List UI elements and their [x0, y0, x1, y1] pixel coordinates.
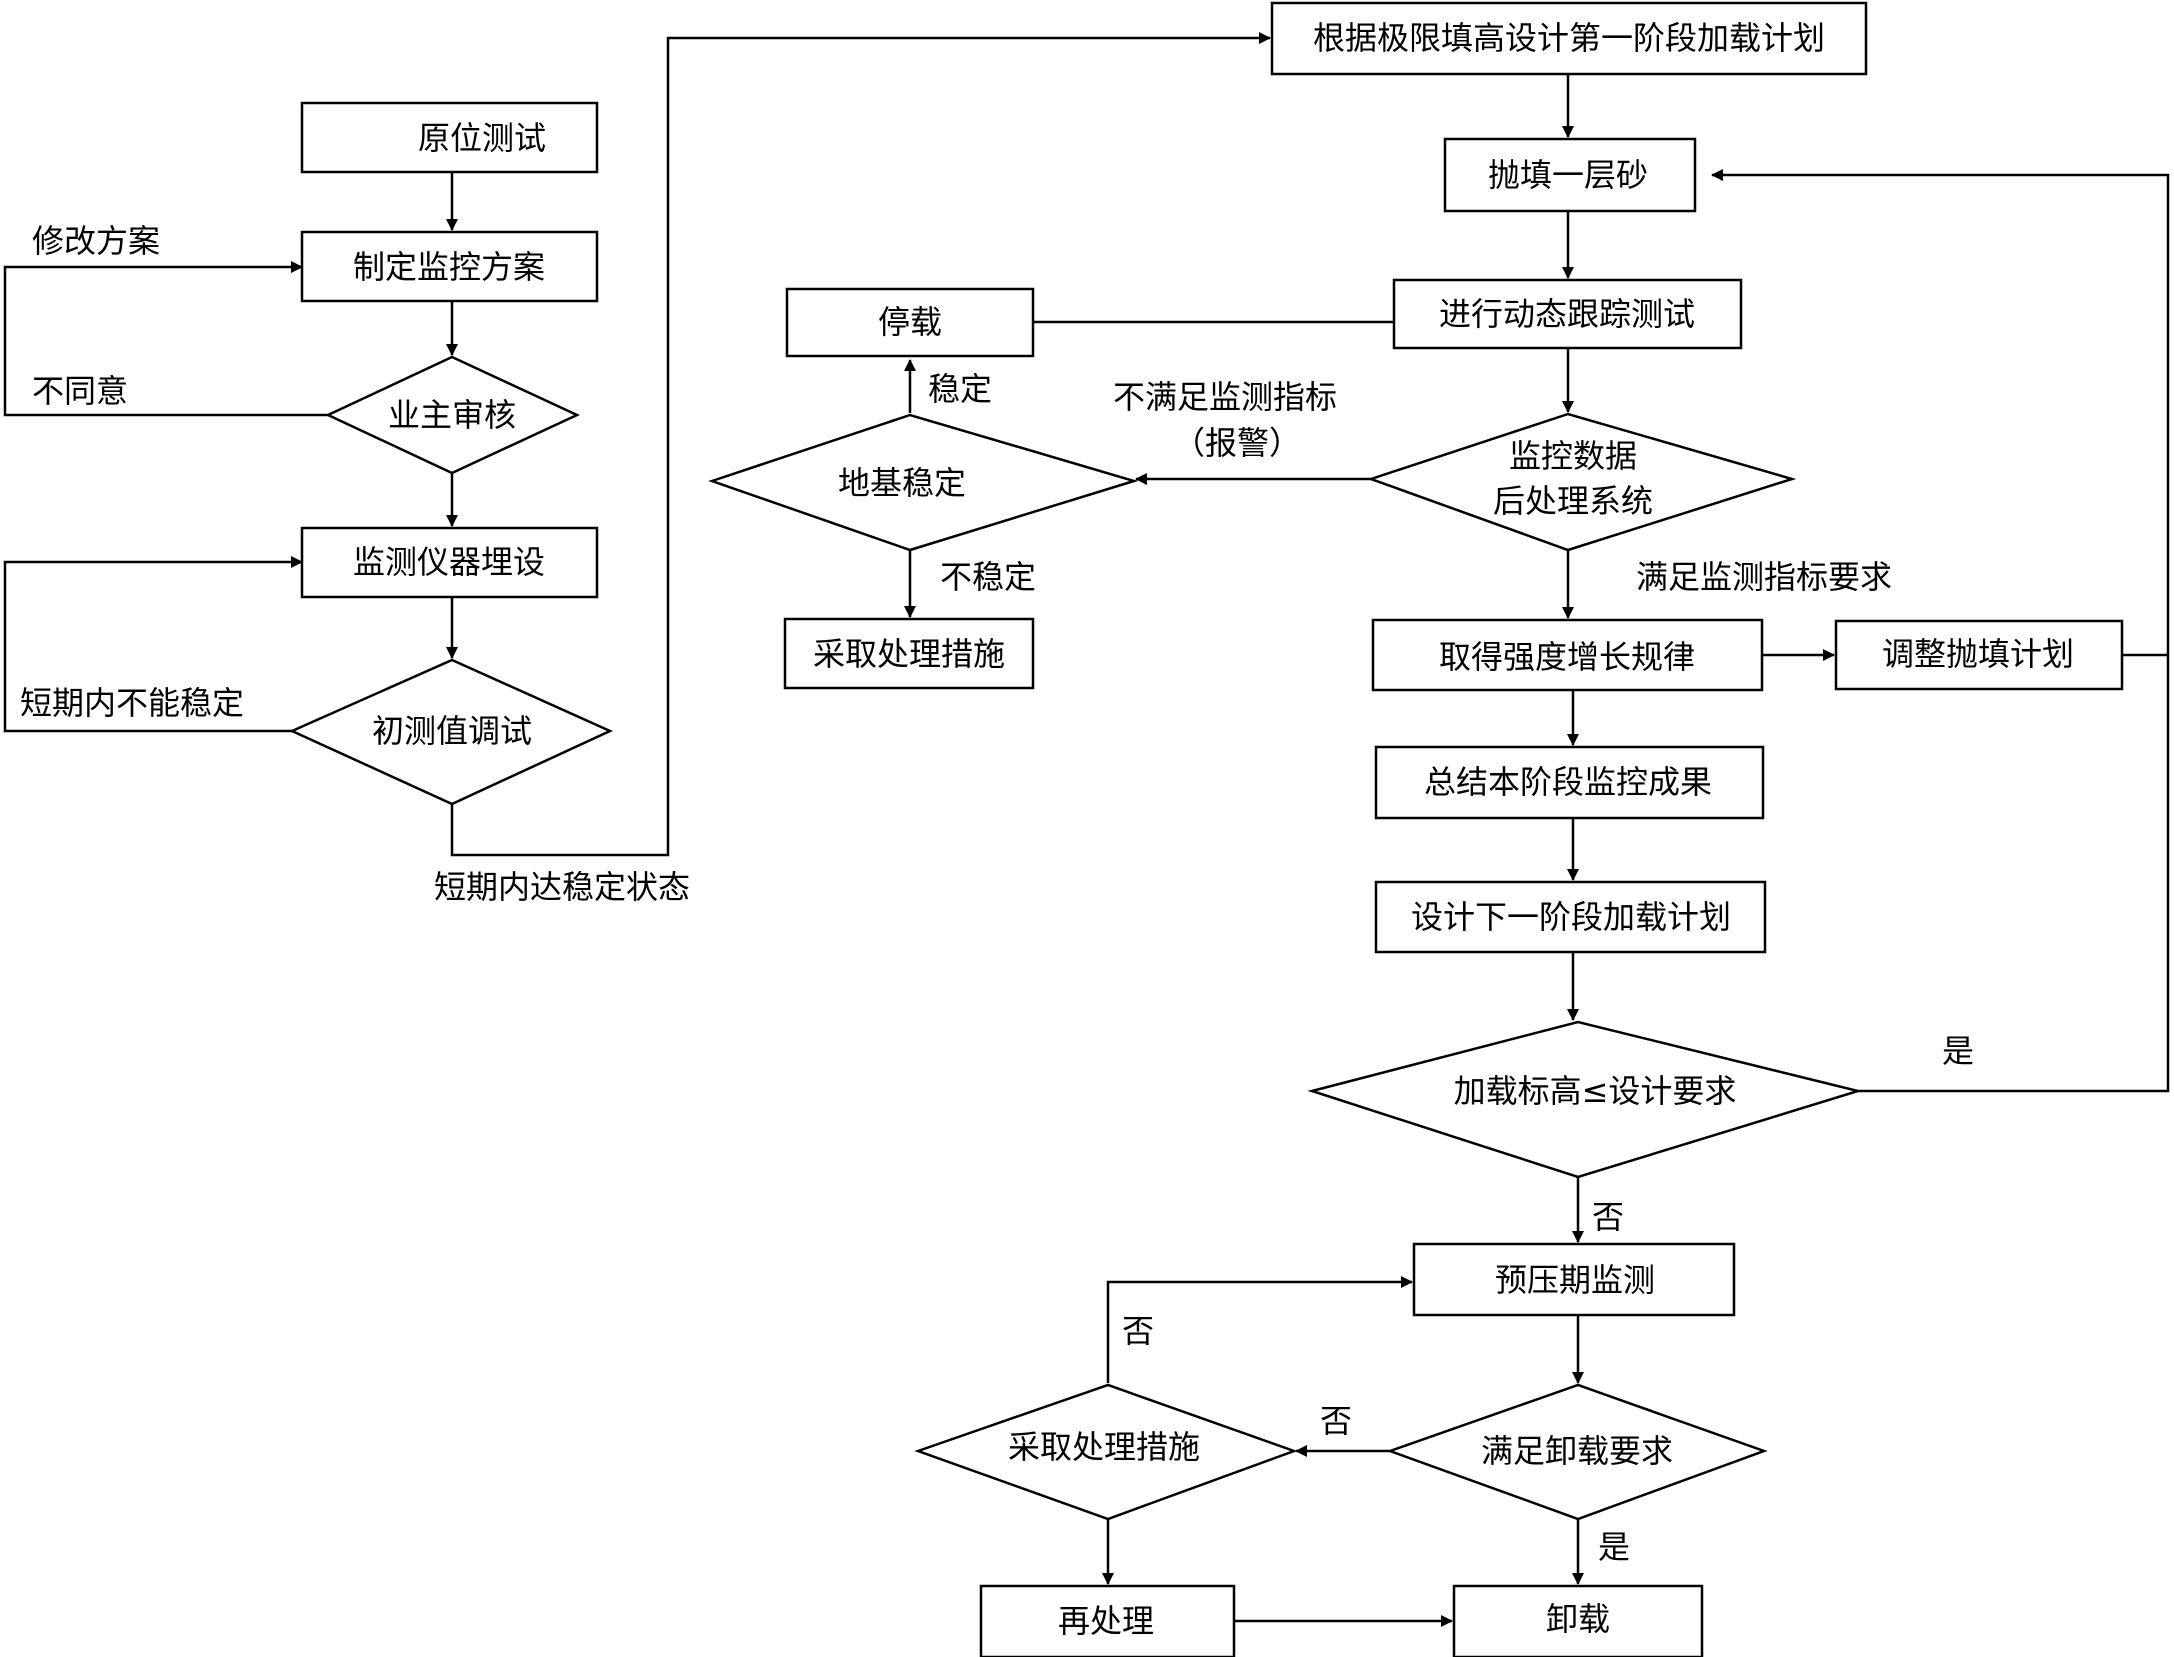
node-foundation-stable: 地基稳定	[708, 413, 1139, 552]
node-label: 监控数据	[1509, 437, 1637, 475]
node-reprocess: 再处理	[979, 1584, 1236, 1657]
node-label: 卸载	[1546, 1600, 1610, 1638]
node-throw-fill-sand: 抛填一层砂	[1443, 137, 1697, 213]
node-summarize-results: 总结本阶段监控成果	[1374, 745, 1765, 820]
node-label: 满足卸载要求	[1481, 1432, 1673, 1470]
edge-labels: 修改方案 不同意 短期内不能稳定 短期内达稳定状态 不满足监测指标 （报警） 稳…	[20, 222, 1974, 1566]
node-stage1-plan: 根据极限填高设计第一阶段加载计划	[1270, 1, 1868, 76]
node-initial-debug: 初测值调试	[288, 658, 614, 806]
node-load-elevation-check: 加载标高≤设计要求	[1307, 1020, 1863, 1179]
node-adjust-fill-plan: 调整抛填计划	[1834, 619, 2124, 691]
label-not-meet-index: 不满足监测指标	[1113, 378, 1337, 416]
label-not-stable-short: 短期内不能稳定	[20, 684, 244, 722]
label-modify-plan: 修改方案	[32, 222, 160, 260]
node-label: 取得强度增长规律	[1439, 638, 1695, 676]
label-unstable: 不稳定	[940, 558, 1036, 596]
node-take-measures-bottom: 采取处理措施	[914, 1383, 1298, 1521]
label-stable: 稳定	[928, 370, 992, 408]
node-make-plan: 制定监控方案	[300, 230, 599, 303]
label-yes-loop: 是	[1942, 1032, 1974, 1070]
label-meet-index: 满足监测指标要求	[1636, 558, 1892, 596]
node-label: 加载标高≤设计要求	[1454, 1072, 1737, 1110]
edges	[3, 32, 2170, 1627]
node-label: 进行动态跟踪测试	[1439, 295, 1695, 333]
node-strength-law: 取得强度增长规律	[1371, 618, 1764, 692]
node-label: 监测仪器埋设	[353, 543, 545, 581]
node-label: 总结本阶段监控成果	[1424, 763, 1712, 801]
node-owner-review: 业主审核	[325, 355, 580, 475]
node-label: 后处理系统	[1493, 482, 1653, 520]
node-label: 业主审核	[388, 396, 516, 434]
node-preload-monitoring: 预压期监测	[1412, 1242, 1736, 1317]
node-label: 根据极限填高设计第一阶段加载计划	[1313, 19, 1825, 57]
label-yes-to-unload: 是	[1598, 1528, 1630, 1566]
label-disagree: 不同意	[32, 372, 128, 410]
node-data-system: 监控数据 后处理系统	[1367, 412, 1797, 552]
node-label: 调整抛填计划	[1882, 635, 2074, 673]
node-label: 地基稳定	[838, 464, 966, 502]
edge-debug-to-stage1	[450, 32, 1271, 857]
label-no-to-preload: 否	[1592, 1198, 1624, 1236]
node-label: 采取处理措施	[1008, 1428, 1200, 1466]
edge-review-disagree-loop	[3, 261, 328, 417]
node-label: 停载	[878, 303, 942, 341]
node-label: 采取处理措施	[813, 635, 1005, 673]
node-label: 预压期监测	[1495, 1261, 1655, 1299]
node-install-instruments: 监测仪器埋设	[300, 526, 599, 599]
node-dynamic-tracking: 进行动态跟踪测试	[1392, 278, 1743, 350]
edge-check-yes-loop	[1858, 655, 2170, 1093]
edge-adjust-to-fill	[1711, 169, 2170, 657]
node-next-stage-plan: 设计下一阶段加载计划	[1374, 880, 1767, 954]
node-label: 制定监控方案	[353, 248, 545, 286]
label-no-back-preload: 否	[1122, 1312, 1154, 1350]
node-stop-loading: 停载	[785, 287, 1035, 358]
label-stable-short: 短期内达稳定状态	[434, 868, 690, 906]
node-unload: 卸载	[1452, 1584, 1704, 1657]
edge-debug-unstable-loop	[3, 556, 303, 733]
node-label: 原位测试	[418, 119, 546, 157]
label-alarm: （报警）	[1173, 424, 1301, 462]
node-label: 再处理	[1058, 1602, 1154, 1640]
node-label: 抛填一层砂	[1488, 156, 1648, 194]
node-label: 初测值调试	[372, 712, 532, 750]
edge-measures-no-back	[1106, 1276, 1413, 1383]
node-take-measures-top: 采取处理措施	[783, 617, 1035, 690]
label-no-to-measures: 否	[1320, 1402, 1352, 1440]
node-unloading-requirement: 满足卸载要求	[1386, 1383, 1768, 1521]
node-in-situ-test: 原位测试	[300, 101, 599, 174]
node-label: 设计下一阶段加载计划	[1411, 898, 1731, 936]
